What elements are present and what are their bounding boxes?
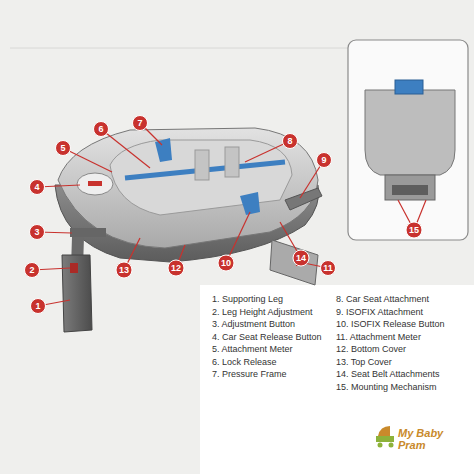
callout-number: 3 bbox=[34, 228, 39, 237]
callout-circle: 5 bbox=[55, 140, 71, 156]
seat-belt-slot bbox=[195, 150, 209, 180]
part-name: 12. Bottom Cover bbox=[336, 345, 406, 355]
callout-circle: 14 bbox=[293, 250, 310, 267]
callout-number: 15 bbox=[409, 226, 419, 235]
callout-circle: 15 bbox=[406, 222, 423, 239]
seat-belt-slot bbox=[225, 147, 239, 177]
part-name: 9. ISOFIX Attachment bbox=[336, 308, 423, 318]
callout-circle: 4 bbox=[29, 179, 45, 195]
callout-circle: 9 bbox=[316, 152, 332, 168]
callout-number: 11 bbox=[323, 264, 333, 273]
callout-number: 10 bbox=[221, 259, 231, 268]
part-name: 13. Top Cover bbox=[336, 358, 392, 368]
meter-indicator bbox=[88, 181, 102, 186]
part-name: 4. Car Seat Release Button bbox=[212, 333, 322, 343]
part-name: 6. Lock Release bbox=[212, 358, 277, 368]
isofix-arm bbox=[285, 188, 322, 210]
supporting-leg bbox=[62, 255, 92, 332]
part-name: 2. Leg Height Adjustment bbox=[212, 308, 313, 318]
seat-well bbox=[110, 140, 292, 215]
callout-number: 6 bbox=[98, 125, 103, 134]
watermark: My Baby Pram bbox=[398, 428, 446, 451]
callout-circle: 12 bbox=[168, 260, 185, 277]
mounting-housing bbox=[365, 90, 455, 175]
top-cover bbox=[58, 128, 318, 248]
callout-number: 5 bbox=[60, 144, 65, 153]
part-name: 10. ISOFIX Release Button bbox=[336, 320, 445, 330]
callout-number: 8 bbox=[287, 137, 292, 146]
leader-lines bbox=[32, 123, 426, 306]
seat-attachment bbox=[240, 192, 260, 215]
leg-bracket bbox=[70, 228, 106, 237]
callout-circle: 3 bbox=[29, 224, 45, 240]
callout-circle: 11 bbox=[320, 260, 336, 276]
part-name: 3. Adjustment Button bbox=[212, 320, 295, 330]
callout-number: 7 bbox=[137, 119, 142, 128]
part-name: 15. Mounting Mechanism bbox=[336, 383, 437, 393]
callout-circle: 1 bbox=[30, 298, 46, 314]
part-name: 1. Supporting Leg bbox=[212, 295, 283, 305]
blue-release bbox=[395, 80, 423, 94]
leg-height-adjustment bbox=[70, 263, 78, 273]
inset-frame bbox=[348, 40, 468, 240]
callout-number: 1 bbox=[35, 302, 40, 311]
part-name: 14. Seat Belt Attachments bbox=[336, 370, 440, 380]
part-name: 8. Car Seat Attachment bbox=[336, 295, 429, 305]
attachment-meter bbox=[77, 173, 113, 195]
seat-attachment bbox=[155, 138, 172, 162]
part-name: 5. Attachment Meter bbox=[212, 345, 293, 355]
list-panel bbox=[200, 285, 474, 474]
watermark-icon bbox=[376, 426, 394, 448]
callout-circle: 2 bbox=[24, 262, 40, 278]
part-name: 11. Attachment Meter bbox=[336, 333, 421, 343]
callout-number: 13 bbox=[119, 266, 129, 275]
mount-block bbox=[385, 175, 435, 200]
callout-circle: 6 bbox=[93, 121, 109, 137]
callout-circle: 13 bbox=[116, 262, 133, 279]
callout-number: 2 bbox=[29, 266, 34, 275]
callout-number: 4 bbox=[34, 183, 39, 192]
callout-circle: 8 bbox=[282, 133, 298, 149]
part-name: 7. Pressure Frame bbox=[212, 370, 287, 380]
callout-number: 12 bbox=[171, 264, 181, 273]
callout-number: 14 bbox=[296, 254, 306, 263]
callout-number: 9 bbox=[321, 156, 326, 165]
callout-circle: 7 bbox=[132, 115, 148, 131]
callout-circle: 10 bbox=[218, 255, 235, 272]
mount-slot bbox=[392, 185, 428, 195]
